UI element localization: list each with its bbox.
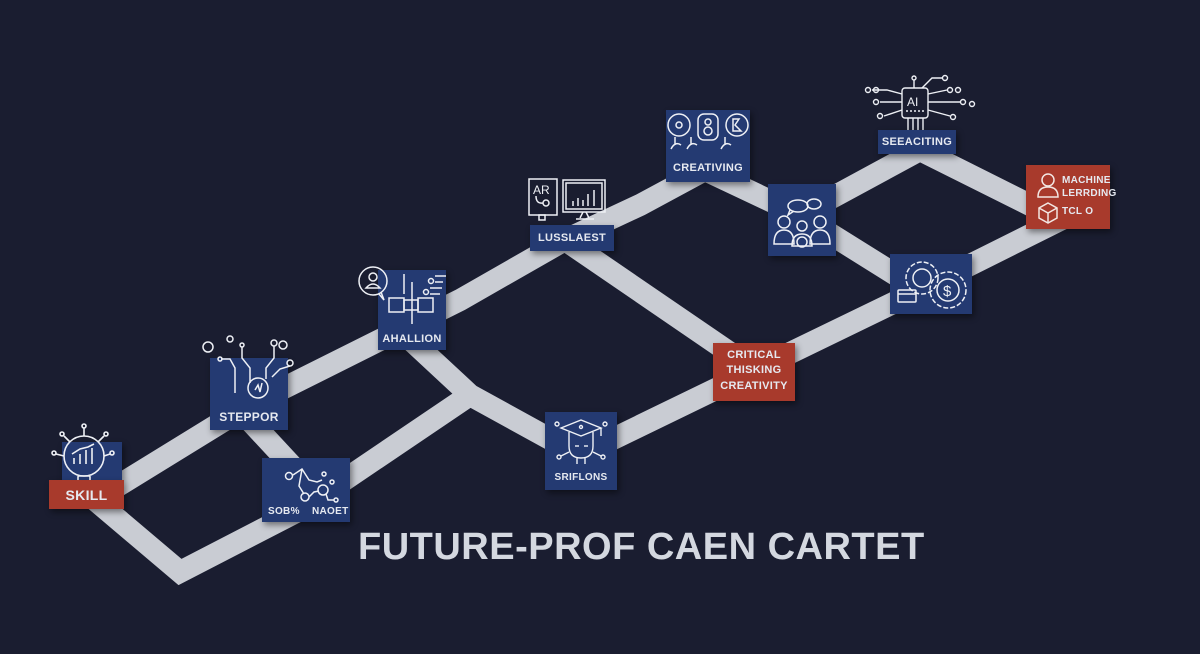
lusslaest-label-card: LUSSLAEST: [530, 225, 614, 251]
user-cube-icon: [1036, 173, 1060, 224]
node-label: CREATIVING: [672, 162, 744, 174]
critical-thinking-card: CRITICAL THISKING CREATIVITY: [713, 343, 795, 401]
svg-text:AI: AI: [907, 95, 918, 109]
circuit-check-icon: [200, 333, 295, 399]
page-title: FUTURE-PROF CAEN CARTET: [358, 526, 925, 568]
node-label-left: SOB%: [268, 506, 300, 517]
lightbulb-chart-icon: [51, 418, 132, 493]
ar-monitor-chart-icon: AR: [528, 176, 610, 224]
searching-label-card: SEEACITING: [878, 130, 956, 154]
node-label: SKILL: [65, 487, 108, 503]
node-label-line-2: LERRDING: [1062, 188, 1117, 199]
svg-text:AR: AR: [533, 183, 550, 197]
node-label-line-3: TCL O: [1062, 206, 1094, 217]
collaboration-card: [768, 184, 836, 256]
graduate-head-icon: [554, 416, 608, 466]
node-label-line-2: THISKING: [726, 364, 782, 376]
skills-card: SRIFLONS: [545, 412, 617, 490]
node-label: SRIFLONS: [554, 472, 608, 483]
node-label-line-1: CRITICAL: [727, 349, 781, 361]
svg-text:$: $: [943, 283, 952, 300]
ai-chip-icon: AI: [862, 74, 977, 132]
node-label: STEPPOR: [219, 410, 279, 424]
node-label-right: NAOET: [312, 506, 349, 517]
node-label-line-3: CREATIVITY: [720, 380, 788, 392]
creative-people-icon: [667, 111, 751, 151]
user-flow-icon: [356, 264, 451, 329]
node-label: LUSSLAEST: [537, 232, 607, 244]
node-label: AHALLION: [382, 333, 442, 345]
node-label-line-1: MACHINE: [1062, 175, 1111, 186]
node-network-icon: [284, 466, 339, 506]
gears-dollar-icon: $: [896, 256, 972, 314]
node-label: SEEACITING: [881, 136, 953, 148]
team-chat-icon: [772, 198, 832, 250]
skill-label-card: SKILL: [49, 480, 124, 509]
steppor-card: STEPPOR: [210, 358, 288, 430]
network-card: SOB% NAOET: [262, 458, 350, 522]
machine-learning-card: MACHINE LERRDING TCL O: [1026, 165, 1116, 229]
finance-card: $: [890, 254, 972, 314]
